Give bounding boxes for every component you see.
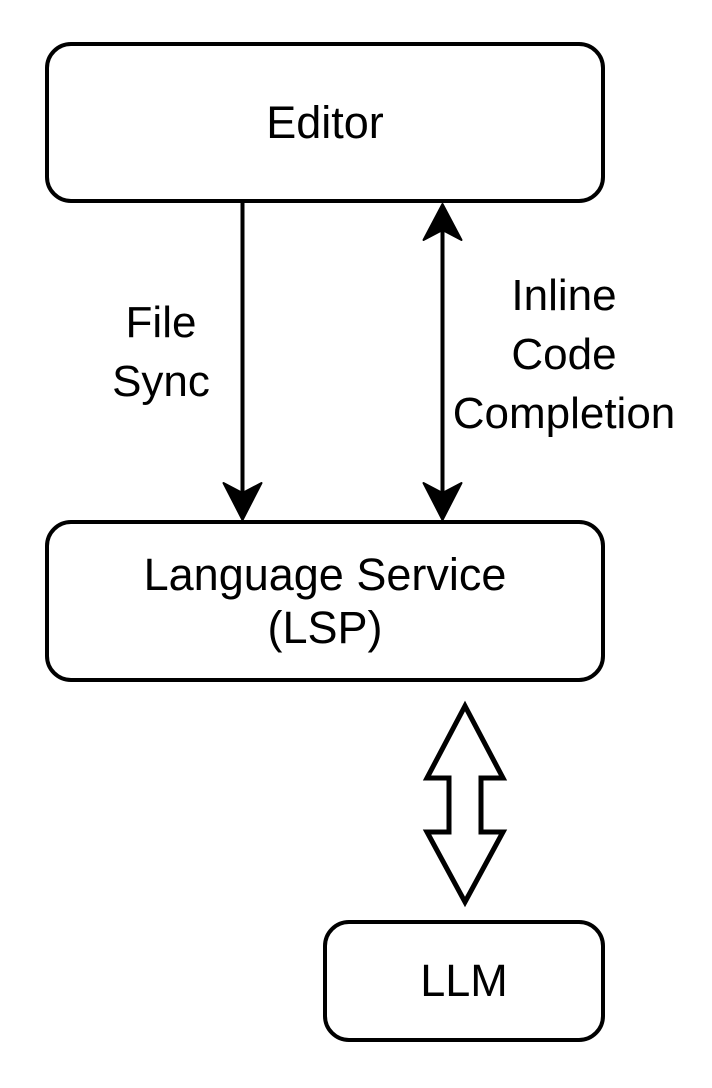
node-editor: Editor [45, 42, 605, 203]
node-llm: LLM [323, 920, 605, 1042]
inline-code-completion-arrow [422, 203, 463, 521]
node-llm-label: LLM [420, 955, 508, 1007]
lsp-llm-block-arrow [422, 700, 508, 908]
node-editor-label: Editor [266, 96, 384, 148]
edge-label-inline-code-completion: Inline Code Completion [452, 271, 676, 438]
edge-label-file-sync: File Sync [112, 298, 210, 406]
node-language-service: Language Service (LSP) [45, 520, 605, 682]
node-language-service-label: Language Service (LSP) [143, 548, 507, 653]
file-sync-arrow [222, 203, 263, 521]
